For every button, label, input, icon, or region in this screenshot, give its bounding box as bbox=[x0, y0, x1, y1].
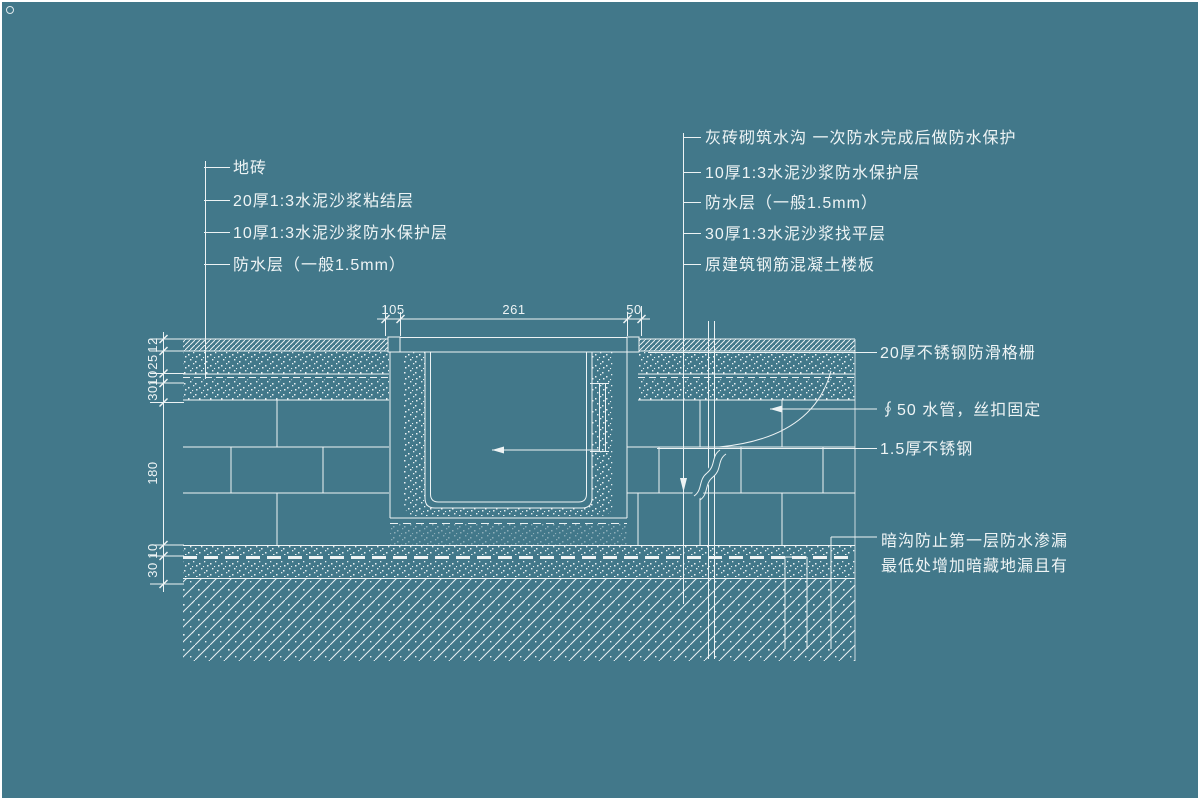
dim-left-12: 12 bbox=[145, 337, 160, 352]
labels-left: 地砖 20厚1:3水泥沙浆粘结层 10厚1:3水泥沙浆防水保护层 防水层（一般1… bbox=[233, 159, 448, 274]
label-bonding-layer: 20厚1:3水泥沙浆粘结层 bbox=[233, 192, 414, 210]
label-structural-slab: 原建筑钢筋混凝土楼板 bbox=[705, 256, 875, 274]
dim-left-10: 10 bbox=[145, 370, 160, 385]
dimension-text-top: 105 261 50 bbox=[381, 302, 641, 317]
concrete-slab-hatch bbox=[183, 579, 855, 661]
brick-masonry-left bbox=[183, 400, 389, 545]
dimension-left bbox=[150, 332, 184, 592]
labels-right-top: 灰砖砌筑水沟 一次防水完成后做防水保护 10厚1:3水泥沙浆防水保护层 防水层（… bbox=[705, 129, 1016, 274]
note-line-2: 最低处增加暗藏地漏且有 bbox=[881, 557, 1068, 575]
steel-liner-outer bbox=[424, 352, 593, 509]
grating-support-left bbox=[387, 336, 401, 353]
dim-left-25: 25 bbox=[145, 354, 160, 369]
dim-left-30: 30 bbox=[145, 385, 160, 400]
drawing-linework bbox=[150, 133, 877, 661]
labels-right-mid: 20厚不锈钢防滑格栅 ∮50 水管，丝扣固定 1.5厚不锈钢 bbox=[880, 344, 1041, 458]
leader-lines bbox=[204, 137, 877, 649]
left-arrow-icon bbox=[770, 405, 782, 413]
dim-top-50: 50 bbox=[626, 302, 641, 317]
leader-pipe-curve bbox=[718, 370, 832, 448]
label-protection-layer-2: 10厚1:3水泥沙浆防水保护层 bbox=[705, 164, 920, 182]
flow-arrow-icon bbox=[492, 446, 504, 454]
pipe-break-icon bbox=[693, 449, 721, 497]
label-brick-channel: 灰砖砌筑水沟 一次防水完成后做防水保护 bbox=[705, 129, 1016, 147]
dimension-text-left: 12 25 10 30 180 10 30 bbox=[145, 337, 160, 577]
steel-liner-inner bbox=[430, 352, 587, 503]
corner-mark bbox=[6, 6, 14, 14]
dimension-top bbox=[377, 306, 650, 336]
dim-left-180: 180 bbox=[145, 461, 160, 484]
flow-lines bbox=[492, 133, 687, 604]
note-right: 暗沟防止第一层防水渗漏 最低处增加暗藏地漏且有 bbox=[881, 532, 1068, 575]
label-waterproof-layer: 防水层（一般1.5mm） bbox=[233, 256, 406, 274]
dim-top-261: 261 bbox=[502, 302, 525, 317]
label-leveling-layer: 30厚1:3水泥沙浆找平层 bbox=[705, 225, 886, 243]
pipe-break-icon bbox=[699, 453, 727, 501]
label-steel-grating: 20厚不锈钢防滑格栅 bbox=[880, 344, 1036, 362]
label-floor-tile: 地砖 bbox=[233, 159, 267, 177]
grating-support-right bbox=[626, 336, 640, 353]
floor-layers-right bbox=[638, 338, 856, 661]
label-water-pipe: ∮50 水管，丝扣固定 bbox=[880, 401, 1041, 419]
dim-left-30b: 30 bbox=[145, 562, 160, 577]
label-stainless-liner: 1.5厚不锈钢 bbox=[880, 440, 973, 458]
note-line-1: 暗沟防止第一层防水渗漏 bbox=[881, 532, 1068, 550]
brick-masonry-right bbox=[627, 400, 855, 545]
pipe-break-mask bbox=[692, 449, 728, 499]
drain-pipe bbox=[692, 321, 728, 659]
label-protection-layer: 10厚1:3水泥沙浆防水保护层 bbox=[233, 224, 448, 242]
drain-trench bbox=[387, 336, 640, 545]
label-waterproof-layer-2: 防水层（一般1.5mm） bbox=[705, 194, 878, 212]
dim-top-105: 105 bbox=[381, 302, 404, 317]
dim-left-10b: 10 bbox=[145, 543, 160, 558]
down-arrow-icon bbox=[680, 478, 687, 492]
floor-layers-left bbox=[183, 338, 389, 401]
base-layers bbox=[183, 545, 855, 661]
